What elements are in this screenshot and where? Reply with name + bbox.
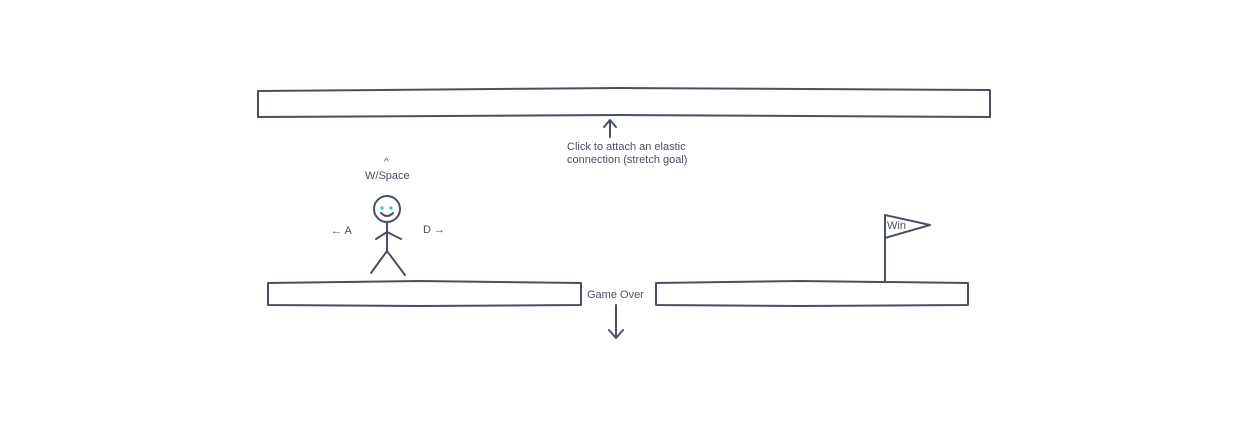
elastic-hint-line-2: connection (stretch goal) bbox=[567, 154, 688, 166]
win-flag-icon bbox=[884, 214, 931, 283]
left-floor-platform bbox=[267, 280, 582, 307]
player-arms bbox=[375, 231, 402, 240]
player-legs bbox=[370, 250, 406, 276]
elastic-hint-line-1: Click to attach an elastic bbox=[567, 141, 686, 153]
move-left-control-label: ← A bbox=[331, 225, 352, 237]
stick-figure-player bbox=[370, 195, 406, 276]
win-flag-label: Win bbox=[887, 220, 906, 232]
elastic-hint-text: Click to attach an elastic connection (s… bbox=[567, 141, 717, 167]
player-head bbox=[373, 195, 401, 223]
move-right-control-label: D → bbox=[423, 224, 445, 236]
fall-down-arrow-icon bbox=[608, 304, 624, 339]
elastic-up-arrow-icon bbox=[603, 119, 617, 138]
jump-control-label: W/Space bbox=[365, 170, 410, 182]
jump-caret-icon: ^ bbox=[384, 157, 389, 168]
right-floor-platform bbox=[655, 280, 969, 307]
flag-cloth bbox=[884, 214, 931, 239]
player-eyes bbox=[380, 206, 393, 210]
player-smile bbox=[380, 212, 394, 217]
game-over-label: Game Over bbox=[587, 289, 644, 301]
ceiling-platform[interactable] bbox=[257, 87, 991, 118]
